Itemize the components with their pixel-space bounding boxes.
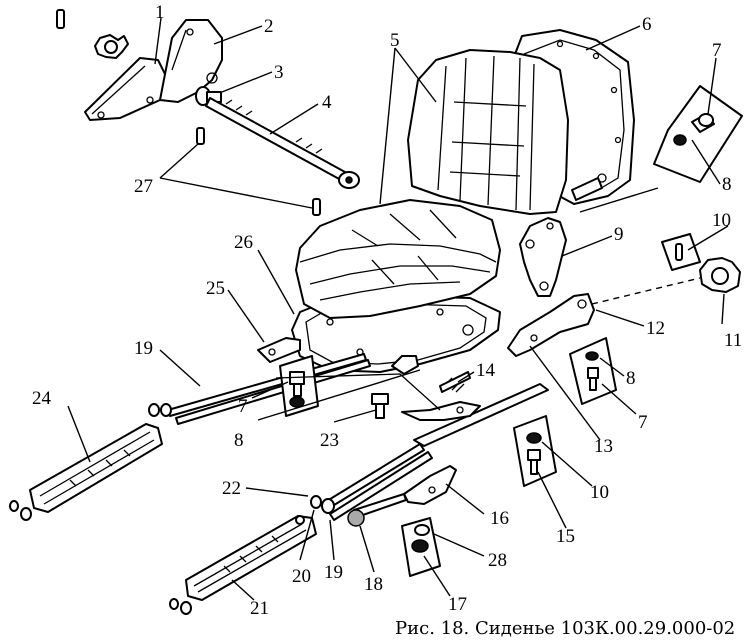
- assembly-link-left: [275, 373, 441, 411]
- part-pins-27: [196, 127, 321, 216]
- label-23: 23: [320, 430, 339, 451]
- part-bolt-7-upper: [653, 85, 743, 183]
- part-spring-14: [439, 371, 471, 393]
- part-screw-shaft-4: [205, 97, 360, 189]
- label-7-left: 7: [238, 396, 248, 417]
- label-22: 22: [222, 478, 241, 499]
- part-bolt-28-17: [401, 517, 441, 577]
- label-27: 27: [134, 176, 153, 197]
- part-pin-10-box: [661, 233, 701, 271]
- part-labels: 1 2 3 4 5 6 7 8 9 10 11 12 8 7 13 10 15 …: [32, 2, 742, 619]
- label-16: 16: [490, 508, 509, 529]
- part-bracket-9: [519, 217, 567, 297]
- part-bolt-7-8-left: [279, 355, 319, 417]
- label-8-mid: 8: [626, 368, 636, 389]
- label-24: 24: [32, 388, 52, 409]
- label-3: 3: [274, 62, 284, 83]
- label-2: 2: [264, 16, 274, 37]
- label-10-low: 10: [590, 482, 609, 503]
- part-rods-19: [167, 353, 433, 521]
- part-rail-21: [169, 515, 317, 615]
- part-pin-top: [56, 9, 65, 29]
- label-7-mid: 7: [638, 412, 648, 433]
- part-bolt-23: [371, 393, 389, 419]
- leader-lines: [67, 17, 729, 601]
- part-bracket-1: [84, 57, 169, 121]
- label-19-top: 19: [134, 338, 153, 359]
- label-17: 17: [448, 594, 467, 615]
- label-8-top: 8: [722, 174, 732, 195]
- label-13: 13: [594, 436, 613, 457]
- label-20: 20: [292, 566, 311, 587]
- part-bushings-20-22: [310, 495, 335, 514]
- label-8-left: 8: [234, 430, 244, 451]
- label-26: 26: [234, 232, 253, 253]
- label-9: 9: [614, 224, 624, 245]
- label-21: 21: [250, 598, 269, 619]
- label-15: 15: [556, 526, 575, 547]
- part-bolt-7-mid: [569, 337, 617, 405]
- part-lever-16: [347, 465, 457, 527]
- label-4: 4: [322, 92, 332, 113]
- label-7-top: 7: [712, 40, 722, 61]
- part-knob-top: [94, 34, 129, 59]
- part-bolt-10-15: [513, 415, 557, 487]
- label-1: 1: [155, 2, 165, 23]
- part-backrest-cushion-5: [407, 49, 569, 215]
- figure-caption: Рис. 18. Сиденье 103К.00.29.000-02: [395, 618, 736, 639]
- part-seat-cushion-5: [295, 199, 501, 319]
- label-6: 6: [642, 14, 652, 35]
- label-5: 5: [390, 30, 400, 51]
- label-10-top: 10: [712, 210, 731, 231]
- label-19-low: 19: [324, 562, 343, 583]
- label-14: 14: [476, 360, 496, 381]
- part-bracket-2: [159, 19, 223, 103]
- label-11: 11: [724, 330, 742, 351]
- label-18: 18: [364, 574, 383, 595]
- part-rail-left-upper: [257, 337, 301, 363]
- part-bracket-12: [507, 293, 595, 357]
- assembly-dashline-knob: [591, 277, 701, 305]
- part-rail-24: [9, 403, 172, 521]
- part-knob-11: [699, 257, 741, 293]
- label-25: 25: [206, 278, 225, 299]
- label-28: 28: [488, 550, 507, 571]
- label-12: 12: [646, 318, 665, 339]
